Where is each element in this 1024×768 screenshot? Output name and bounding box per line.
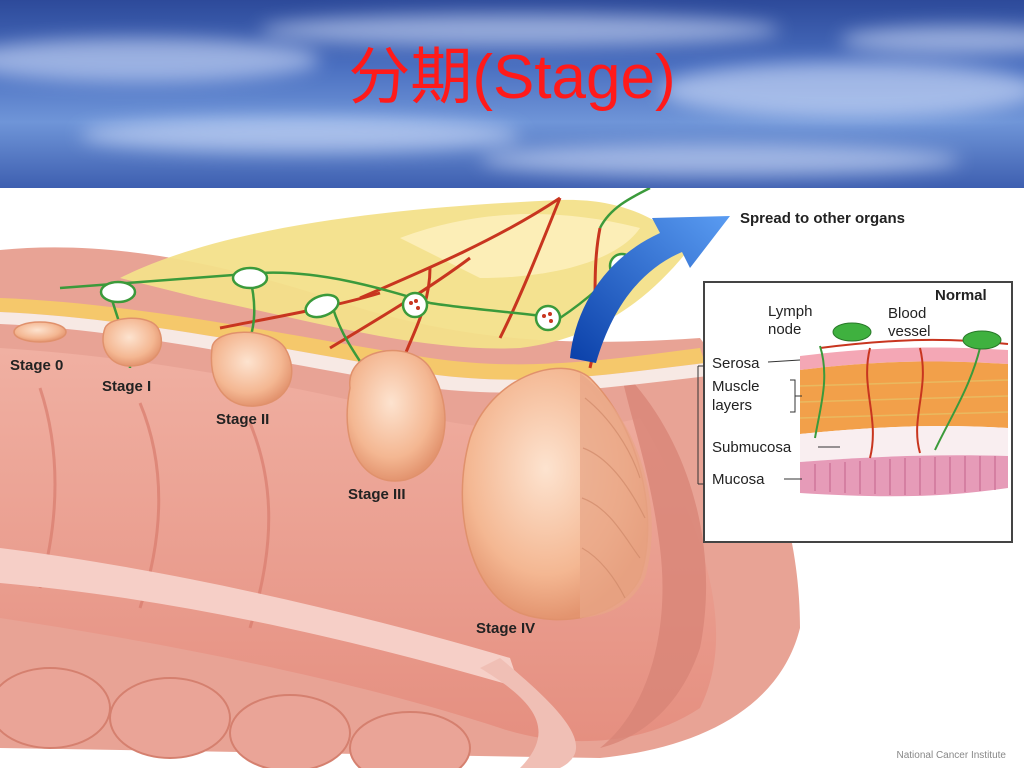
colon-cut-edge (0, 548, 520, 688)
inset-muscle-label-1: Muscle (712, 378, 760, 395)
tumor-stage-0 (13, 321, 67, 343)
lymph-node-cancerous (534, 304, 562, 332)
inset-submucosa-label: Submucosa (712, 439, 792, 456)
colon-wall-layers (0, 298, 705, 380)
label-spread-to-other-organs: Spread to other organs (740, 210, 905, 227)
slide-header: 分期(Stage) (0, 0, 1024, 188)
inset-lymph-node (832, 322, 872, 342)
lymph-node (99, 280, 137, 304)
inset-blood-vessel-label-2: vessel (888, 323, 931, 340)
inset-mucosa-label: Mucosa (712, 471, 765, 488)
label-stage-ii: Stage II (216, 411, 269, 428)
inset-title: Normal (935, 287, 987, 304)
label-stage-i: Stage I (102, 378, 151, 395)
colon-cancer-stage-diagram: Stage 0 Stage I Stage II Stage III Stage… (0, 188, 1024, 768)
slide-title: 分期(Stage) (348, 43, 676, 112)
tumor-stage-i (102, 317, 163, 367)
label-stage-iii: Stage III (348, 486, 406, 503)
lymph-node (304, 293, 340, 319)
normal-wall-inset: Normal Lymph node Blood vessel Serosa Mu… (697, 281, 1013, 543)
spread-arrow (570, 216, 730, 363)
inset-lymph-node (962, 330, 1002, 350)
label-stage-0: Stage 0 (10, 357, 63, 374)
inset-serosa-label: Serosa (712, 355, 760, 372)
tumor-stage-ii (210, 331, 293, 407)
diagram-illustration: Stage 0 Stage I Stage II Stage III Stage… (0, 188, 1013, 768)
inset-muscle-label-2: layers (712, 397, 752, 414)
credit-label: National Cancer Institute (896, 750, 1006, 761)
inset-lymph-node-label-2: node (768, 321, 801, 338)
tumor-stage-iii (346, 349, 446, 482)
lymph-node-cancerous (401, 291, 429, 319)
label-stage-iv: Stage IV (476, 620, 535, 637)
lymph-node (231, 266, 269, 290)
sky-background (0, 14, 1024, 176)
inset-blood-vessel-label-1: Blood (888, 305, 926, 322)
inset-lymph-node-label-1: Lymph (768, 303, 812, 320)
